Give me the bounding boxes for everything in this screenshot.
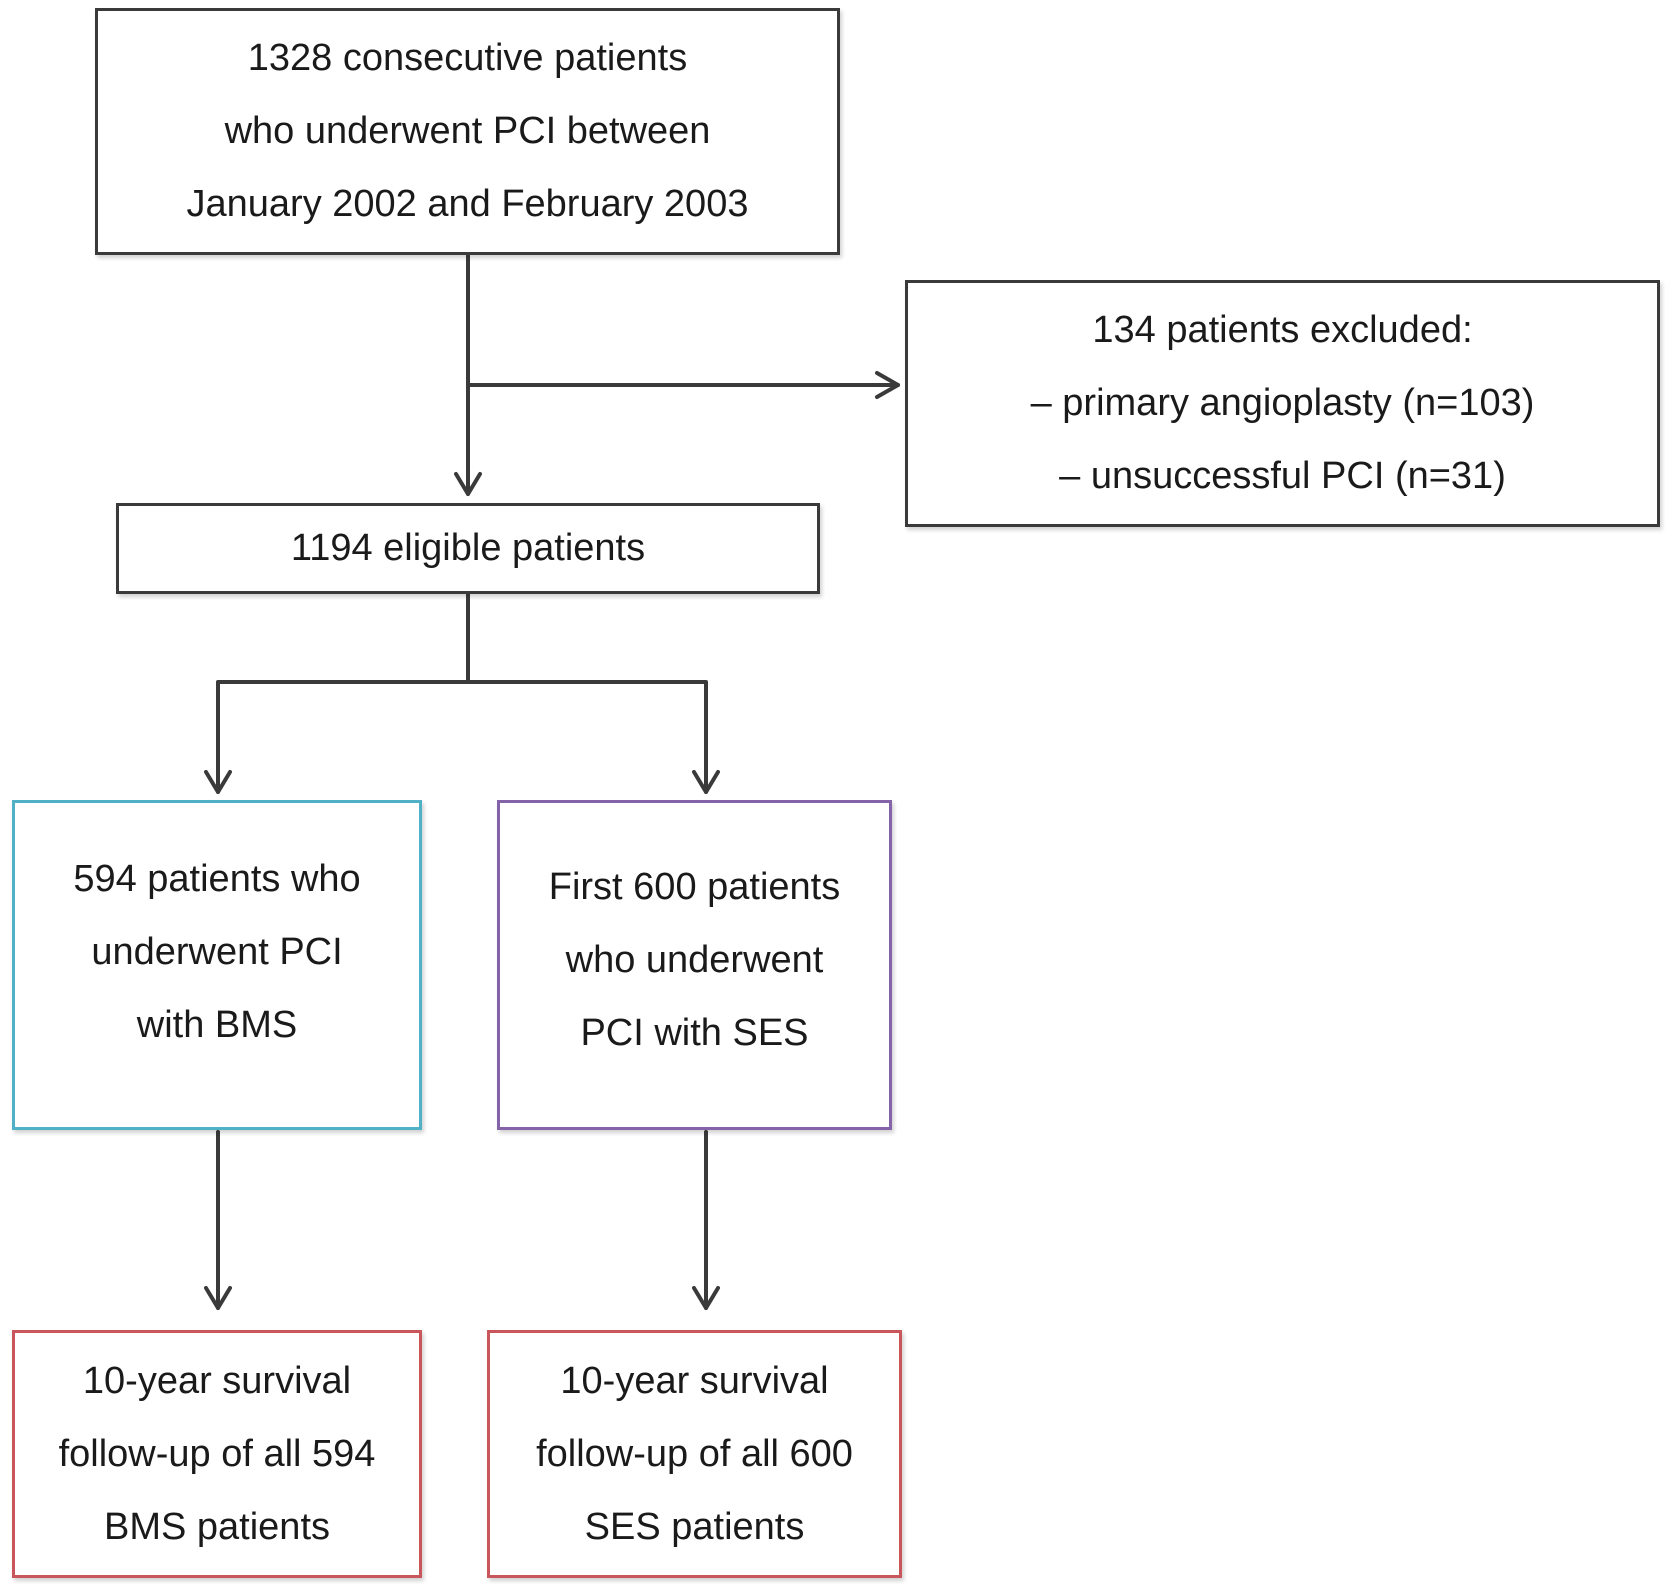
box-start-line-1: 1328 consecutive patients bbox=[247, 37, 688, 79]
box-eligible-line-1: 1194 eligible patients bbox=[290, 527, 646, 569]
box-bms-line-1: 594 patients who bbox=[73, 858, 361, 900]
arrowhead-bms bbox=[204, 770, 232, 794]
arrowhead-ses-followup bbox=[692, 1286, 720, 1310]
box-start-line-2: who underwent PCI between bbox=[224, 110, 711, 152]
box-excluded-line-2: – primary angioplasty (n=103) bbox=[1030, 382, 1535, 424]
box-bms-line-2: underwent PCI bbox=[91, 931, 343, 973]
box-bms-followup-line-3: BMS patients bbox=[104, 1505, 330, 1548]
box-eligible-patients: 1194 eligible patients bbox=[116, 503, 820, 594]
box-bms-followup-line-1: 10-year survival bbox=[82, 1359, 352, 1402]
box-ses-line-1: First 600 patients bbox=[548, 866, 841, 908]
box-excluded-patients: 134 patients excluded: – primary angiopl… bbox=[905, 280, 1660, 527]
box-ses-followup-line-1: 10-year survival bbox=[560, 1359, 829, 1402]
box-ses-followup: 10-year survival follow-up of all 600 SE… bbox=[487, 1330, 902, 1578]
box-excluded-line-1: 134 patients excluded: bbox=[1092, 309, 1473, 351]
box-ses-patients: First 600 patients who underwent PCI wit… bbox=[497, 800, 892, 1130]
box-start-line-3: January 2002 and February 2003 bbox=[186, 183, 749, 225]
box-ses-line-3: PCI with SES bbox=[580, 1012, 809, 1054]
box-bms-line-3: with BMS bbox=[136, 1004, 298, 1046]
arrowhead-eligible bbox=[454, 472, 482, 496]
box-ses-followup-line-2: follow-up of all 600 bbox=[536, 1432, 853, 1475]
arrowhead-excluded bbox=[875, 371, 900, 399]
arrowhead-ses bbox=[692, 770, 720, 794]
connector-split bbox=[216, 680, 708, 794]
box-excluded-line-3: – unsuccessful PCI (n=31) bbox=[1059, 455, 1506, 497]
box-bms-followup-line-2: follow-up of all 594 bbox=[58, 1432, 376, 1475]
box-bms-patients: 594 patients who underwent PCI with BMS bbox=[12, 800, 422, 1130]
box-bms-followup: 10-year survival follow-up of all 594 BM… bbox=[12, 1330, 422, 1578]
box-consecutive-patients: 1328 consecutive patients who underwent … bbox=[95, 8, 840, 255]
box-ses-line-2: who underwent bbox=[565, 939, 824, 981]
box-ses-followup-line-3: SES patients bbox=[584, 1505, 805, 1548]
arrowhead-bms-followup bbox=[204, 1286, 232, 1310]
